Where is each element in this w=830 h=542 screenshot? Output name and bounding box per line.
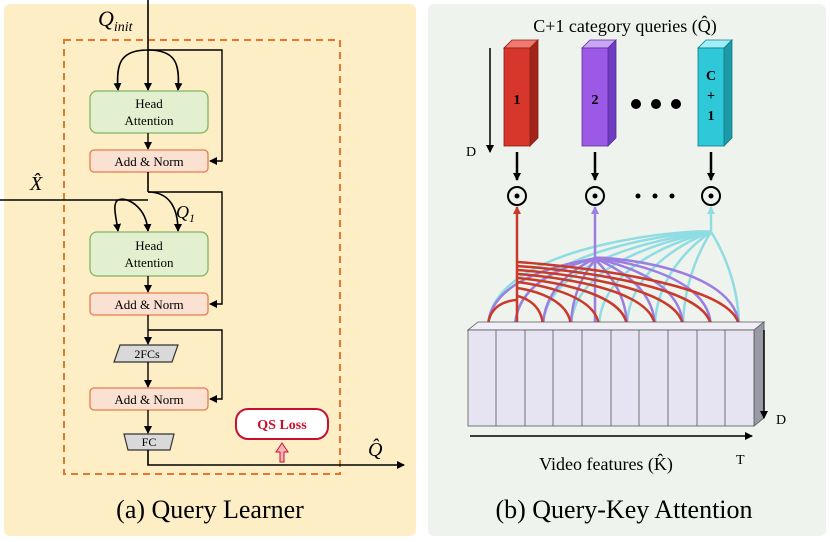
caption-b: (b) Query-Key Attention <box>495 495 752 524</box>
fc-block <box>123 433 175 451</box>
loss-up-arrow-icon <box>275 442 289 463</box>
svg-text:C: C <box>706 69 716 84</box>
dot-product-icon <box>701 186 721 206</box>
fc-label: FC <box>142 435 157 449</box>
head-attention-1-line1: Head <box>135 96 163 111</box>
query-2-label: 2 <box>592 93 599 108</box>
head-attention-2 <box>89 231 209 277</box>
category-queries-title: C+1 category queries (Q̂) <box>533 15 717 37</box>
add-norm-2 <box>89 292 209 316</box>
query-learner-panel: Qinit Head Attention Add & Norm X̂ Q1 He… <box>0 0 416 536</box>
ellipsis-dot-small <box>635 193 641 199</box>
add-norm-3-label: Add & Norm <box>114 392 183 407</box>
video-features-label: Video features (K̂) <box>539 454 673 475</box>
ellipsis-dot <box>651 99 661 109</box>
x-hat-branch-1 <box>113 199 122 232</box>
two-fcs-block <box>113 344 179 363</box>
x-hat-branch-2 <box>117 198 152 232</box>
d-axis-bottom-label: D <box>776 413 786 428</box>
ellipsis-dot-small <box>652 193 658 199</box>
cyan-attention-arcs <box>486 230 741 329</box>
q1-label: Q1 <box>176 202 195 225</box>
residual-1 <box>148 49 223 165</box>
two-fcs-label: 2FCs <box>134 347 160 361</box>
svg-text:1: 1 <box>708 109 715 124</box>
qs-loss-box <box>235 408 329 440</box>
head-attention-1 <box>89 90 209 134</box>
t-axis-label: T <box>736 453 745 468</box>
video-features-block <box>466 321 766 427</box>
caption-a: (a) Query Learner <box>116 495 304 524</box>
add-norm-2-label: Add & Norm <box>114 297 183 312</box>
query-1-prism: 1 <box>503 39 539 147</box>
add-norm-1 <box>89 149 209 173</box>
query-1-label: 1 <box>514 93 521 108</box>
output-arrow <box>147 450 405 469</box>
q-init-branch-left <box>113 49 149 91</box>
residual-2 <box>148 191 223 308</box>
q-init-label: Qinit <box>98 6 134 35</box>
red-attention-arcs <box>486 260 741 329</box>
head-attention-1-line2: Attention <box>124 113 174 128</box>
query-learner-background <box>4 4 416 536</box>
qs-loss-label: QS Loss <box>257 418 307 433</box>
residual-3 <box>148 329 223 403</box>
d-axis-top-label: D <box>466 145 476 160</box>
dot-product-icon <box>585 186 605 206</box>
query-2-prism: 2 <box>581 39 617 147</box>
add-norm-1-label: Add & Norm <box>114 154 183 169</box>
svg-text:+: + <box>707 89 715 104</box>
query-learner-dashed-frame <box>63 39 341 475</box>
ellipsis-dot <box>631 99 641 109</box>
query-c-plus-1-prism: C + 1 <box>697 39 733 147</box>
ellipsis-dot-small <box>669 193 675 199</box>
q-hat-output-label: Q̂ <box>368 438 383 461</box>
dot-product-icon <box>507 186 527 206</box>
query-key-attention-panel: C+1 category queries (Q̂) D 1 2 C + <box>428 4 826 536</box>
ellipsis-dot <box>671 99 681 109</box>
x-hat-label: X̂ <box>29 172 43 195</box>
add-norm-3 <box>89 387 209 411</box>
head-attention-2-line1: Head <box>135 238 163 253</box>
head-attention-2-line2: Attention <box>124 255 174 270</box>
